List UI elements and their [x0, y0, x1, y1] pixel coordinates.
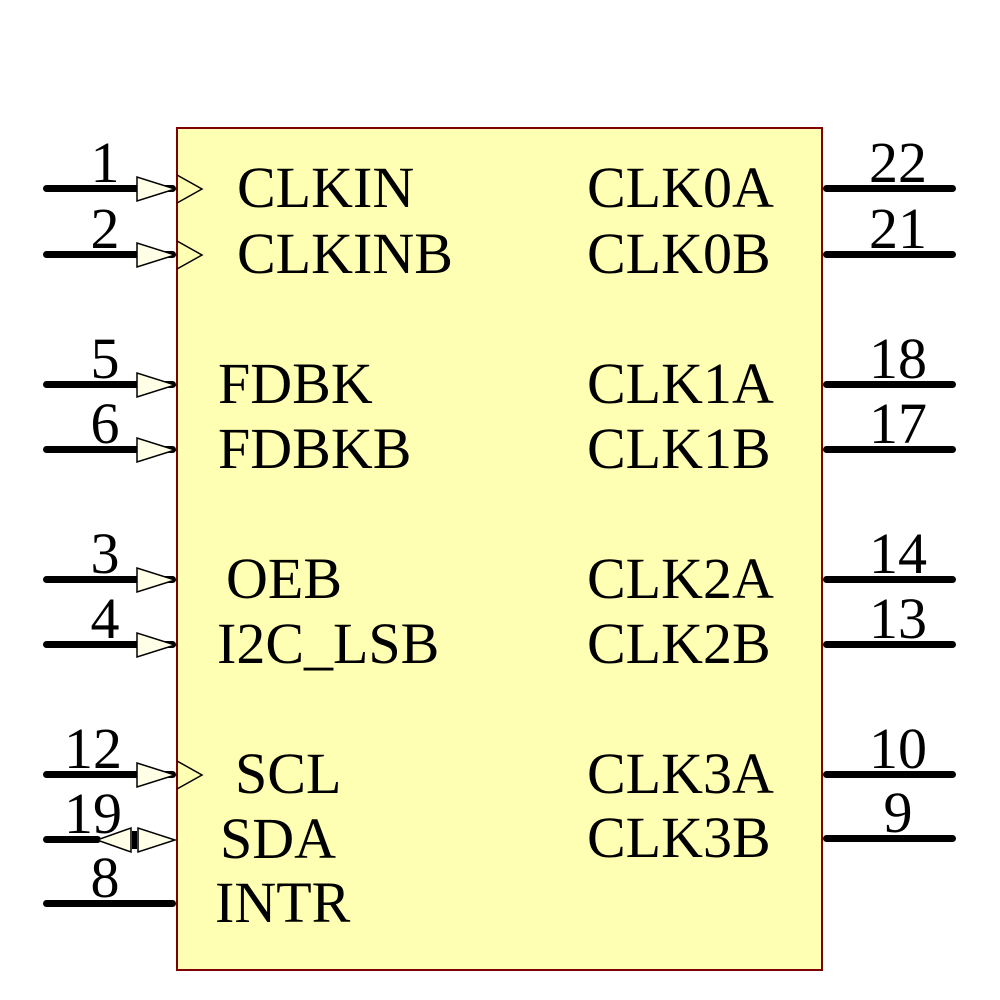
pin-label-clkinb: CLKINB: [237, 221, 453, 286]
pin-number-12: 12: [64, 716, 122, 781]
pin-number-10: 10: [869, 716, 927, 781]
pin-label-clk0b: CLK0B: [587, 221, 771, 286]
pin-wire-19[interactable]: [43, 836, 101, 843]
pin-number-4: 4: [90, 586, 120, 651]
symbol-body[interactable]: [176, 127, 823, 971]
pin-wire-4[interactable]: [43, 641, 176, 648]
pin-number-1: 1: [90, 130, 120, 195]
pin-label-clk2b: CLK2B: [587, 611, 771, 676]
pin-wire-3[interactable]: [43, 576, 176, 583]
pin-number-3: 3: [90, 521, 120, 586]
pin-wire-21[interactable]: [823, 251, 956, 258]
pin-number-5: 5: [90, 326, 120, 391]
pin-wire-1[interactable]: [43, 185, 176, 192]
pin-number-8: 8: [90, 845, 120, 910]
pin-label-sda: SDA: [220, 806, 337, 871]
pin-wire-13[interactable]: [823, 641, 956, 648]
pin-label-i2c-lsb: I2C_LSB: [217, 611, 440, 676]
pin-label-fdbk: FDBK: [218, 351, 373, 416]
pin-number-13: 13: [869, 586, 927, 651]
pin-number-2: 2: [90, 196, 120, 261]
pin-number-14: 14: [869, 521, 927, 586]
pin-wire-12[interactable]: [43, 771, 176, 778]
pin-label-scl: SCL: [235, 741, 342, 806]
pin-wire-17[interactable]: [823, 446, 956, 453]
pin-wire-22[interactable]: [823, 185, 956, 192]
pin-number-17: 17: [869, 391, 927, 456]
pin-wire-8[interactable]: [43, 900, 176, 907]
pin-wire-5[interactable]: [43, 381, 176, 388]
pin-number-6: 6: [90, 391, 120, 456]
pin-number-18: 18: [869, 326, 927, 391]
pin-wire-2[interactable]: [43, 251, 176, 258]
pin-label-clk1b: CLK1B: [587, 416, 771, 481]
pin-label-intr: INTR: [215, 870, 351, 935]
pin-label-clk0a: CLK0A: [587, 155, 774, 220]
pin-wire-9[interactable]: [823, 835, 956, 842]
pin-label-clkin: CLKIN: [237, 155, 415, 220]
pin-wire-10[interactable]: [823, 771, 956, 778]
pin-label-oeb: OEB: [226, 546, 342, 611]
pin-number-9: 9: [883, 780, 913, 845]
pin-wire-18[interactable]: [823, 381, 956, 388]
pin-number-19: 19: [64, 781, 122, 846]
pin-wire-14[interactable]: [823, 576, 956, 583]
pin-number-22: 22: [869, 130, 927, 195]
pin-label-clk3b: CLK3B: [587, 805, 771, 870]
pin-label-fdbkb: FDBKB: [218, 416, 412, 481]
pin-wire-6[interactable]: [43, 446, 176, 453]
pin-label-clk1a: CLK1A: [587, 351, 774, 416]
pin-number-21: 21: [869, 196, 927, 261]
pin-label-clk3a: CLK3A: [587, 741, 774, 806]
pin-label-clk2a: CLK2A: [587, 546, 774, 611]
